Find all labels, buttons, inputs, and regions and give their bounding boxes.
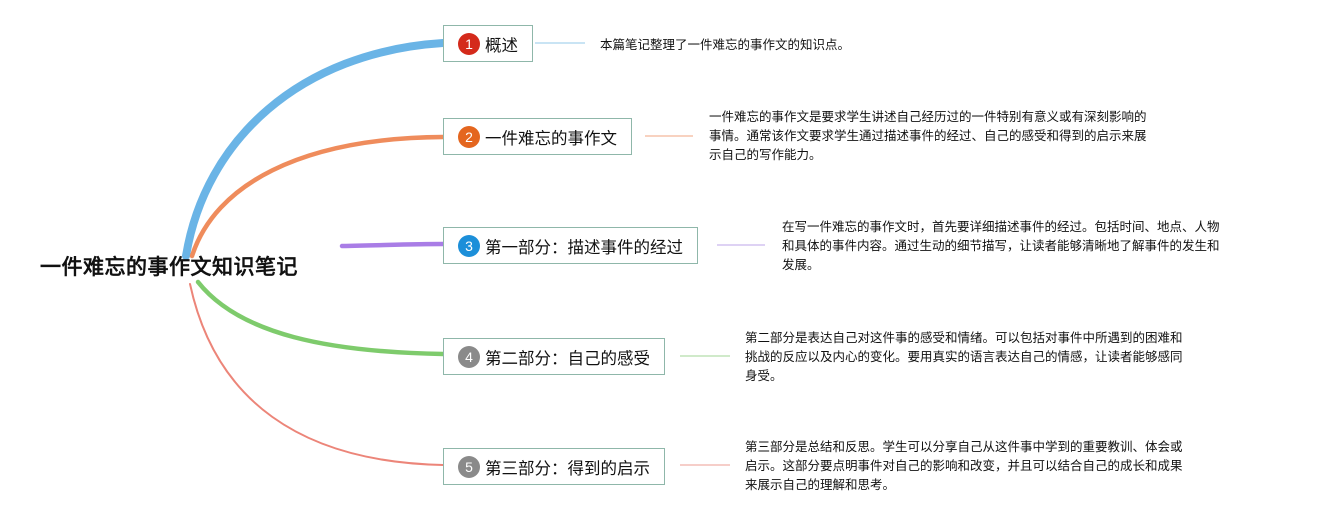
- note-line: 一件难忘的事作文是要求学生讲述自己经历过的一件特别有意义或有深刻影响的: [709, 109, 1147, 124]
- note-line: 示自己的写作能力。: [709, 147, 822, 162]
- number-badge-icon: 5: [458, 455, 480, 478]
- branch-connector-1: [182, 39, 447, 260]
- note-line: 第三部分是总结和反思。学生可以分享自己从这件事中学到的重要教训、体会或: [745, 439, 1183, 454]
- topic-memorable-event-essay[interactable]: 2 一件难忘的事作文: [443, 118, 632, 155]
- number-badge-icon: 4: [458, 345, 480, 368]
- number-badge-icon: 3: [458, 234, 480, 257]
- note-line: 第二部分是表达自己对这件事的感受和情绪。可以包括对事件中所遇到的困难和: [745, 330, 1183, 345]
- note-line: 在写一件难忘的事作文时，首先要详细描述事件的经过。包括时间、地点、人物: [782, 219, 1220, 234]
- topic-label: 一件难忘的事作文: [485, 128, 617, 148]
- note-line: 启示。这部分要点明事件对自己的影响和改变，并且可以结合自己的成长和成果: [745, 458, 1183, 473]
- note-part-one: 在写一件难忘的事作文时，首先要详细描述事件的经过。包括时间、地点、人物和具体的事…: [782, 217, 1220, 274]
- number-badge-icon: 2: [458, 125, 480, 148]
- note-line: 挑战的反应以及内心的变化。要用真实的语言表达自己的情感，让读者能够感同: [745, 349, 1183, 364]
- note-part-two: 第二部分是表达自己对这件事的感受和情绪。可以包括对事件中所遇到的困难和挑战的反应…: [745, 328, 1183, 385]
- topic-part-two[interactable]: 4 第二部分：自己的感受: [443, 338, 665, 375]
- topic-label: 概述: [485, 35, 518, 55]
- topic-part-one[interactable]: 3 第一部分：描述事件的经过: [443, 227, 698, 264]
- note-part-three: 第三部分是总结和反思。学生可以分享自己从这件事中学到的重要教训、体会或启示。这部…: [745, 437, 1183, 494]
- central-topic[interactable]: 一件难忘的事作文知识笔记: [40, 255, 298, 279]
- note-overview: 本篇笔记整理了一件难忘的事作文的知识点。: [600, 35, 850, 54]
- note-memorable-event-essay: 一件难忘的事作文是要求学生讲述自己经历过的一件特别有意义或有深刻影响的事情。通常…: [709, 107, 1147, 164]
- note-line: 和具体的事件内容。通过生动的细节描写，让读者能够清晰地了解事件的发生和: [782, 238, 1220, 253]
- branch-connector-4: [195, 279, 446, 357]
- topic-label: 第三部分：得到的启示: [485, 458, 650, 478]
- branch-connector-2: [189, 134, 446, 259]
- note-line: 来展示自己的理解和思考。: [745, 477, 896, 492]
- note-line: 发展。: [782, 257, 820, 272]
- note-line: 本篇笔记整理了一件难忘的事作文的知识点。: [600, 37, 851, 52]
- topic-part-three[interactable]: 5 第三部分：得到的启示: [443, 448, 665, 485]
- number-badge-icon: 1: [458, 32, 480, 55]
- branch-connector-3: [339, 241, 446, 249]
- note-line: 身受。: [745, 368, 783, 383]
- topic-label: 第一部分：描述事件的经过: [485, 237, 683, 257]
- branch-connector-5: [189, 283, 444, 466]
- topic-overview[interactable]: 1 概述: [443, 25, 533, 62]
- note-line: 事情。通常该作文要求学生通过描述事件的经过、自己的感受和得到的启示来展: [709, 128, 1147, 143]
- topic-label: 第二部分：自己的感受: [485, 348, 650, 368]
